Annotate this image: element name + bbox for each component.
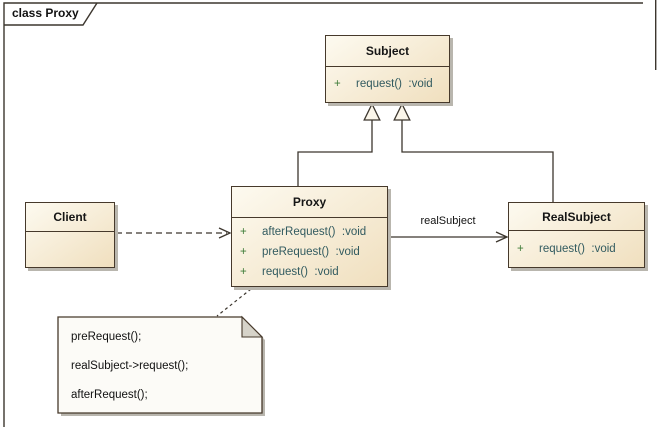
class-realsubject[interactable]: RealSubject + request() :void: [508, 202, 645, 268]
note-line-2: realSubject->request();: [71, 360, 189, 372]
visibility-plus: +: [334, 78, 341, 90]
generalization-realsubject-subject[interactable]: [393, 102, 554, 202]
generalization-proxy-subject[interactable]: [297, 102, 381, 186]
visibility-plus: +: [240, 245, 247, 258]
association-proxy-realsubject[interactable]: [389, 231, 509, 243]
open-arrowhead: [218, 227, 232, 239]
note-line-1: preRequest();: [71, 331, 142, 343]
client-empty-compartment: [26, 232, 114, 266]
association-label-realsubject: realSubject: [420, 215, 476, 227]
diagram-frame: [3, 0, 657, 427]
frame-title: class Proxy: [12, 6, 79, 20]
class-client[interactable]: Client: [25, 202, 115, 268]
method-afterrequest: + afterRequest() :void: [232, 222, 387, 242]
open-arrowhead: [495, 231, 509, 243]
method-signature: request() :void: [356, 78, 433, 90]
method-signature: request() :void: [539, 242, 616, 255]
method-signature: afterRequest() :void: [262, 225, 367, 238]
note-link[interactable]: [216, 288, 252, 317]
method-request: + request() :void: [509, 239, 644, 259]
method-signature: request() :void: [262, 265, 339, 278]
method-prerequest: + preRequest() :void: [232, 242, 387, 262]
method-request: + request() :void: [326, 74, 449, 94]
class-name-subject: Subject: [326, 36, 449, 67]
class-name-client: Client: [26, 203, 114, 232]
triangle-arrowhead: [393, 102, 411, 121]
triangle-arrowhead: [363, 102, 381, 121]
visibility-plus: +: [517, 242, 524, 255]
class-subject[interactable]: Subject + request() :void: [325, 35, 450, 103]
visibility-plus: +: [240, 225, 247, 238]
class-name-realsubject: RealSubject: [509, 203, 644, 231]
class-proxy[interactable]: Proxy + afterRequest() :void + preReques…: [231, 186, 388, 287]
note-shape[interactable]: [57, 315, 265, 416]
method-signature: preRequest() :void: [262, 245, 360, 258]
method-request: + request() :void: [232, 262, 387, 282]
dependency-client-proxy[interactable]: [116, 227, 232, 239]
note-line-3: afterRequest();: [71, 389, 148, 401]
class-name-proxy: Proxy: [232, 187, 387, 218]
folded-corner: [241, 315, 264, 338]
visibility-plus: +: [240, 265, 247, 278]
